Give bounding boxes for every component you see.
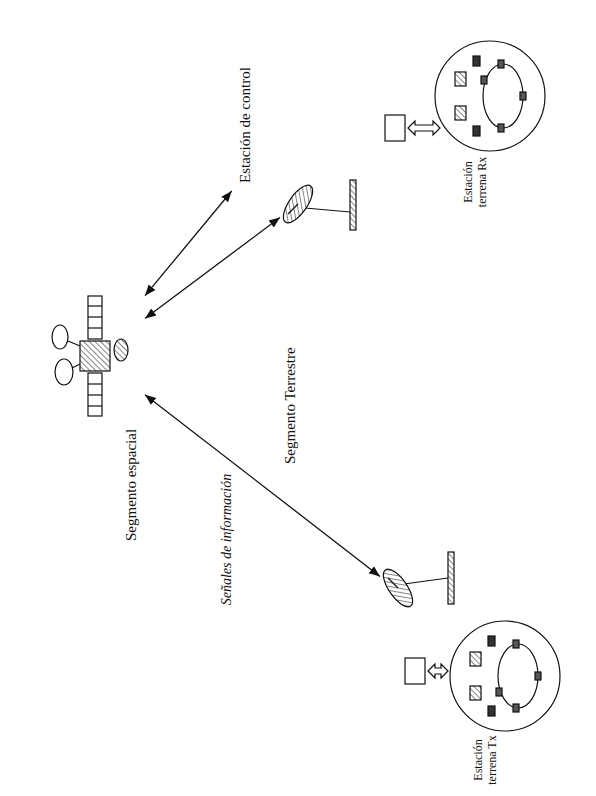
antenna-dish: [378, 565, 418, 611]
terminal-box: [405, 658, 425, 684]
network-node: [498, 124, 504, 132]
rx-earth-station: [278, 41, 545, 230]
node-label: Segmento espacial: [123, 429, 140, 541]
computer-icon: [470, 652, 481, 666]
network-circle: [450, 621, 560, 731]
satellite-body: [80, 341, 110, 371]
panel-line: [88, 305, 102, 306]
tx-earth-station: [378, 552, 560, 731]
ring-network: [483, 64, 523, 128]
network-node: [535, 672, 541, 680]
earth-station: Estación terrena Rx: [280, 6, 590, 231]
network-node: [520, 92, 526, 100]
signal-link: [145, 191, 232, 296]
antenna-feed: [288, 204, 298, 214]
node-label: Estación terrena Tx: [472, 733, 500, 787]
node-label: Estación terrena Rx: [462, 153, 490, 211]
antenna-mast: [305, 208, 350, 212]
earth-station: Estación terrena Tx: [380, 546, 590, 791]
network-node: [513, 640, 519, 648]
satellite-dish: [52, 325, 68, 349]
phone-icon: [473, 126, 480, 136]
computer-icon: [455, 72, 466, 86]
satellite-dish: [55, 359, 73, 385]
dish-arm: [68, 341, 80, 346]
network-node: [498, 60, 504, 68]
satellite-segment: Segmento espacial: [15, 286, 145, 546]
antenna-base: [350, 180, 356, 230]
terminal-box: [385, 115, 405, 141]
satellite-dish: [114, 339, 128, 361]
signal-link: [145, 217, 280, 318]
antenna-mast: [404, 578, 448, 584]
network-node: [513, 704, 519, 712]
dish-arm: [72, 364, 80, 368]
antenna-feed: [388, 578, 398, 588]
computer-icon: [455, 106, 466, 120]
panel-line: [88, 383, 102, 384]
signal-link: [145, 395, 380, 577]
node-label: Estación de control: [237, 67, 254, 183]
control-station: Estación de control: [225, 21, 270, 191]
network-circle: [435, 41, 545, 151]
phone-icon: [488, 636, 495, 646]
block-arrow: [428, 664, 448, 678]
solar-panel: [88, 296, 102, 339]
antenna-base: [448, 552, 454, 604]
phone-icon: [473, 56, 480, 66]
computer-icon: [470, 686, 481, 700]
satellite: [52, 296, 128, 416]
panel-line: [88, 405, 102, 406]
antenna-dish: [278, 181, 318, 227]
panel-line: [88, 394, 102, 395]
ring-network: [498, 644, 538, 708]
signal-label: Señales de información: [219, 472, 235, 607]
panel-line: [88, 316, 102, 317]
panel-line: [88, 327, 102, 328]
block-arrow: [408, 121, 440, 135]
network-node: [496, 688, 502, 696]
segment-label: Segmento Terrestre: [282, 345, 299, 466]
solar-panel: [88, 373, 102, 416]
network-node: [481, 76, 487, 84]
phone-icon: [488, 706, 495, 716]
